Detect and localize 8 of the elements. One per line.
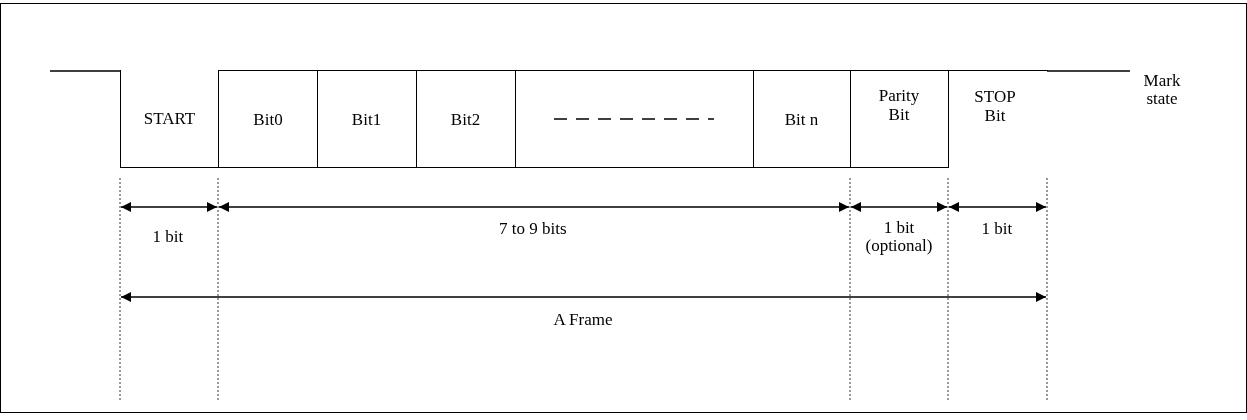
bit-field: START: [120, 70, 219, 168]
bit-field: STOP Bit: [948, 70, 1048, 168]
bit-field: Bit2: [416, 70, 516, 168]
bit-field: Bit0: [218, 70, 318, 168]
bit-field: Bit n: [753, 70, 851, 168]
dashed-field: [515, 70, 754, 168]
bit-field: Bit1: [317, 70, 417, 168]
bit-field: Parity Bit: [850, 70, 949, 168]
